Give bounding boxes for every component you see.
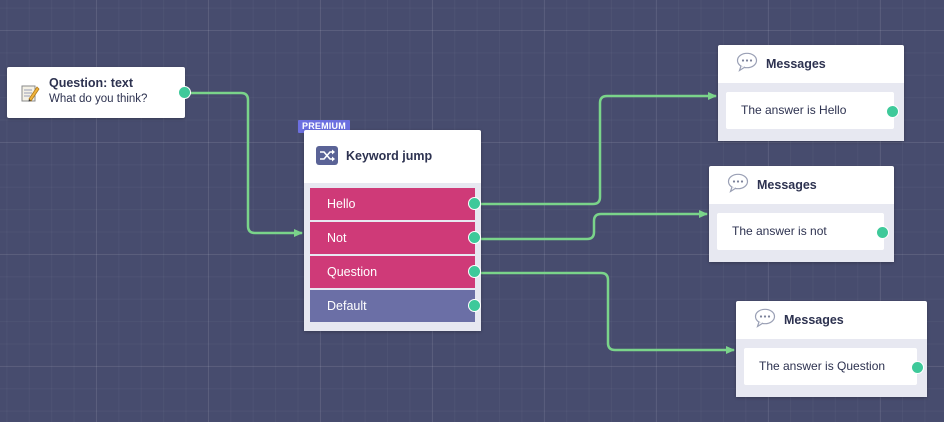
premium-badge: PREMIUM [298, 120, 350, 133]
keyword-item-question[interactable]: Question [310, 256, 481, 288]
messages-node-body: The answer is Hello [718, 83, 904, 141]
link-hello-to-message [475, 92, 717, 206]
messages-node[interactable]: Messages The answer is not [709, 166, 894, 262]
messages-node-title: Messages [757, 178, 817, 192]
question-output-connector[interactable] [468, 265, 481, 278]
messages-node-body: The answer is Question [736, 339, 927, 397]
messages-node-header: Messages [718, 45, 904, 83]
messages-node-title: Messages [766, 57, 826, 71]
memo-pencil-icon [20, 83, 40, 103]
keyword-node-header: Keyword jump [304, 130, 481, 183]
question-text-node[interactable]: Question: text What do you think? [7, 67, 191, 118]
messages-node-title: Messages [784, 313, 844, 327]
message-text[interactable]: The answer is Question [744, 348, 917, 385]
message-output-connector[interactable] [876, 226, 889, 239]
speech-bubble-icon [754, 308, 776, 328]
messages-node[interactable]: Messages The answer is Hello [718, 45, 904, 141]
default-output-connector[interactable] [468, 299, 481, 312]
shuffle-icon [316, 146, 338, 165]
keyword-item-hello[interactable]: Hello [310, 188, 481, 220]
keyword-item-label: Hello [327, 197, 356, 211]
link-question-to-keyword [185, 91, 303, 237]
messages-node-header: Messages [736, 301, 927, 339]
question-node-title: Question: text [49, 76, 134, 90]
messages-node[interactable]: Messages The answer is Question [736, 301, 927, 397]
messages-node-body: The answer is not [709, 204, 894, 262]
keyword-list: Hello Not Question Default [304, 183, 481, 331]
not-output-connector[interactable] [468, 231, 481, 244]
keyword-item-label: Not [327, 231, 347, 245]
keyword-item-label: Question [327, 265, 378, 279]
message-output-connector[interactable] [886, 105, 899, 118]
question-output-connector[interactable] [178, 86, 191, 99]
speech-bubble-icon [727, 173, 749, 193]
keyword-jump-node[interactable]: Keyword jump Hello Not Question Default [304, 130, 481, 331]
question-node-subtitle: What do you think? [49, 93, 148, 105]
keyword-item-default[interactable]: Default [310, 290, 481, 322]
keyword-item-not[interactable]: Not [310, 222, 481, 254]
keyword-item-label: Default [327, 299, 367, 313]
message-text[interactable]: The answer is Hello [726, 92, 894, 129]
speech-bubble-icon [736, 52, 758, 72]
hello-output-connector[interactable] [468, 197, 481, 210]
link-question-to-message [475, 271, 735, 354]
message-output-connector[interactable] [911, 361, 924, 374]
message-text[interactable]: The answer is not [717, 213, 884, 250]
keyword-node-title: Keyword jump [346, 149, 433, 163]
messages-node-header: Messages [709, 166, 894, 204]
link-not-to-message [475, 210, 708, 241]
